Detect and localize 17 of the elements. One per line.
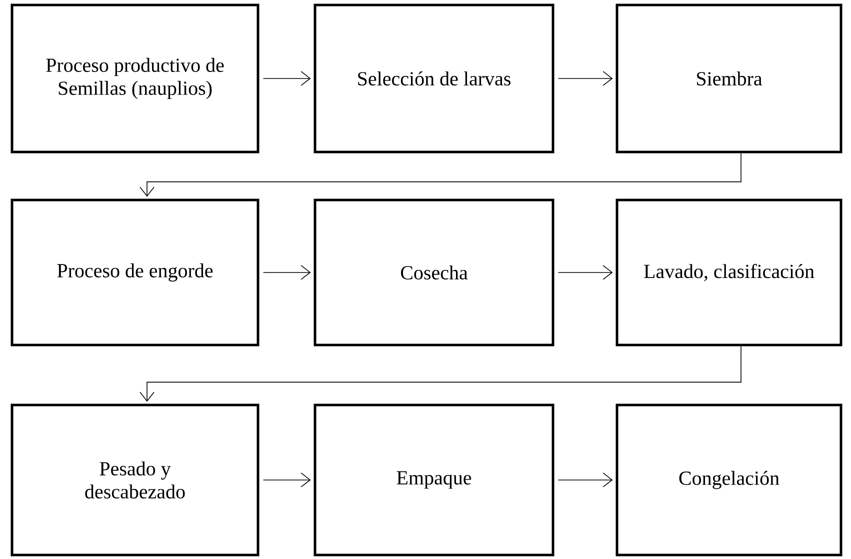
arrow — [262, 265, 311, 280]
arrow — [262, 472, 311, 488]
process-box: Lavado, clasificación — [616, 198, 842, 346]
process-box: Congelación — [616, 404, 842, 556]
process-box: Empaque — [314, 404, 554, 556]
arrow — [558, 71, 613, 86]
process-box: Proceso productivo de Semillas (nauplios) — [10, 4, 260, 154]
process-box: Siembra — [616, 4, 842, 154]
arrow — [262, 71, 311, 86]
arrow — [140, 346, 742, 402]
arrow — [140, 152, 742, 197]
process-box: Selección de larvas — [314, 4, 554, 154]
arrow — [558, 265, 613, 280]
process-box: Pesado y descabezado — [10, 404, 260, 556]
process-box: Cosecha — [314, 198, 554, 346]
arrow — [558, 472, 613, 488]
process-box: Proceso de engorde — [10, 198, 260, 346]
